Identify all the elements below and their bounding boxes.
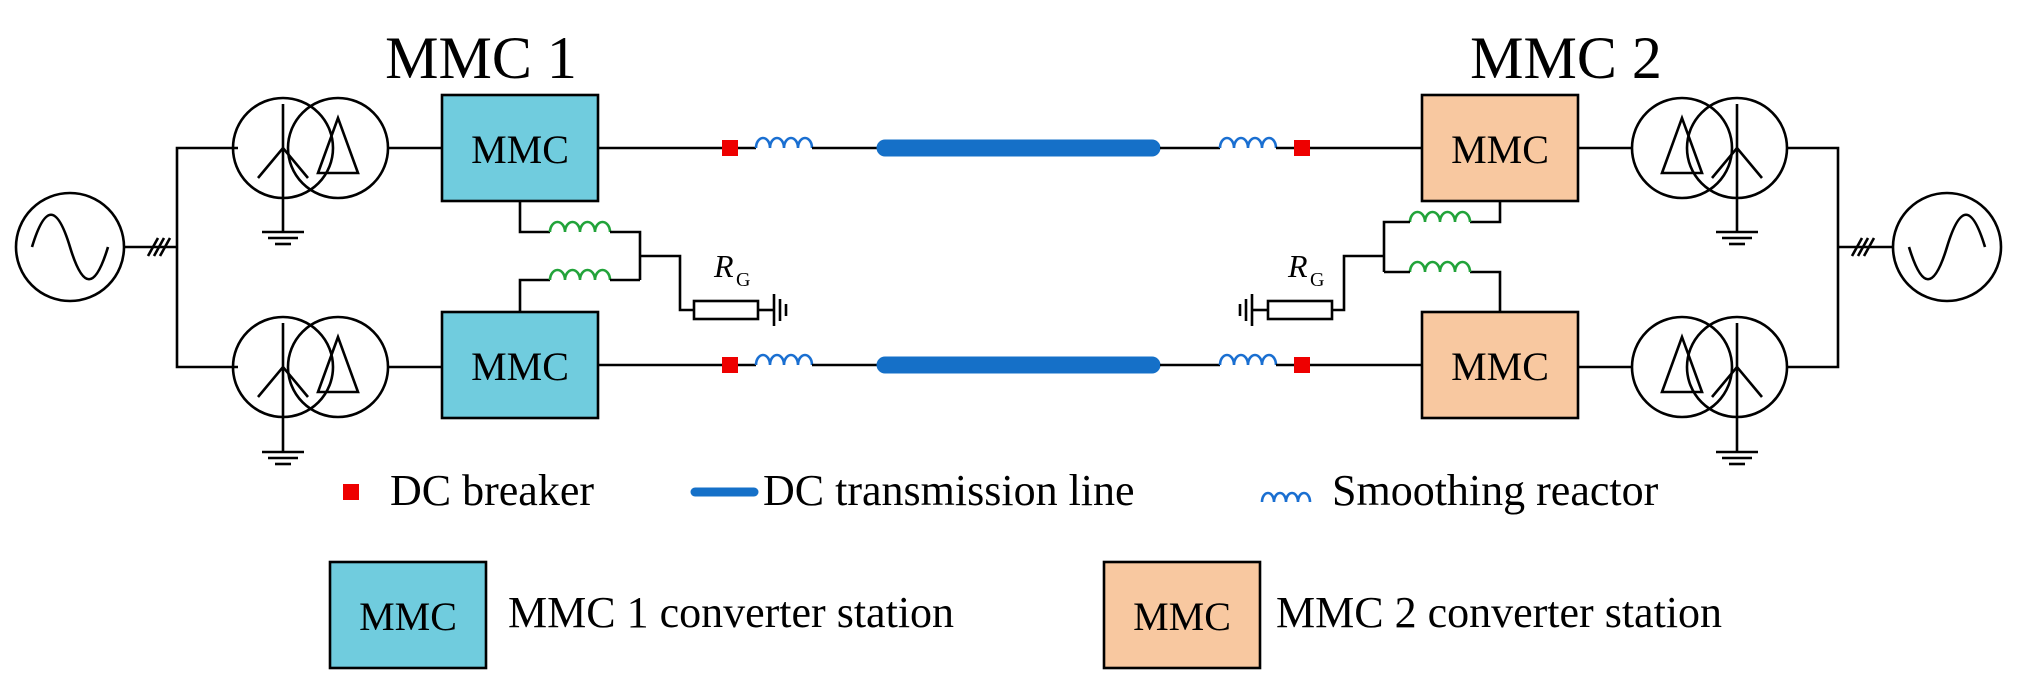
- arm-reactor-icon: [548, 220, 612, 233]
- transformer-right-top: [1630, 96, 1789, 232]
- dc-breaker-right-bottom: [1294, 357, 1310, 373]
- ground-icon: [772, 294, 788, 326]
- arm-reactor-icon: [548, 268, 612, 281]
- mmc1-block-top-label: MMC: [471, 127, 569, 172]
- dc-breaker-left-top: [722, 140, 738, 156]
- rg-subscript-right: G: [1310, 269, 1324, 291]
- legend-dc-line-label: DC transmission line: [763, 466, 1135, 515]
- legend-mmc1-swatch-label: MMC: [359, 594, 457, 639]
- mmc2-block-top: MMC: [1420, 93, 1580, 203]
- mmc1-block-bottom-label: MMC: [471, 344, 569, 389]
- smoothing-reactor-icon: [754, 353, 814, 366]
- right-ac-source: [1891, 191, 2003, 303]
- legend: DC breaker DC transmission line Smoothin…: [328, 466, 1722, 670]
- legend-dc-breaker-label: DC breaker: [390, 466, 594, 515]
- legend-mmc1-station-label: MMC 1 converter station: [508, 588, 954, 637]
- right-ac-bus: [1787, 146, 1840, 369]
- sine-wave-icon: [30, 213, 110, 281]
- arm-reactor-icon: [1408, 210, 1472, 223]
- mmc1-title: MMC 1: [385, 25, 577, 91]
- ground-icon: [1716, 230, 1758, 246]
- rg-label-left: R: [713, 248, 734, 284]
- legend-mmc2-station-label: MMC 2 converter station: [1276, 588, 1722, 637]
- transformer-right-bottom: [1630, 315, 1789, 452]
- legend-reactor-swatch: [1260, 491, 1312, 503]
- legend-mmc1-swatch: MMC: [328, 560, 488, 670]
- sine-wave-icon: [1907, 213, 1987, 281]
- left-three-phase-marks: [124, 237, 177, 257]
- grounding-resistor-left: [692, 299, 760, 321]
- ground-icon: [262, 230, 304, 246]
- mmc2-title: MMC 2: [1470, 25, 1662, 91]
- legend-mmc2-swatch-label: MMC: [1133, 594, 1231, 639]
- ground-icon: [262, 450, 304, 466]
- grounding-resistor-right: [1266, 299, 1334, 321]
- smoothing-reactor-icon: [754, 136, 814, 149]
- ground-icon: [1238, 294, 1254, 326]
- legend-reactor-label: Smoothing reactor: [1332, 466, 1659, 515]
- mmc2-block-bottom: MMC: [1420, 310, 1580, 420]
- smoothing-reactor-icon: [1218, 136, 1278, 149]
- left-ac-bus: [175, 146, 238, 369]
- arm-reactor-icon: [1408, 260, 1472, 273]
- mmc1-block-bottom: MMC: [440, 310, 600, 420]
- dc-breaker-right-top: [1294, 140, 1310, 156]
- left-ac-source: [14, 191, 126, 303]
- transformer-left-bottom: [231, 315, 390, 452]
- mmc2-block-top-label: MMC: [1451, 127, 1549, 172]
- smoothing-reactor-icon: [1218, 353, 1278, 366]
- rg-subscript-left: G: [736, 269, 750, 291]
- mmc1-block-top: MMC: [440, 93, 600, 203]
- ground-icon: [1716, 450, 1758, 466]
- transformer-left-top: [231, 96, 390, 232]
- legend-dc-breaker-swatch: [343, 484, 359, 500]
- right-three-phase-marks: [1838, 237, 1893, 257]
- mmc2-block-bottom-label: MMC: [1451, 344, 1549, 389]
- legend-mmc2-swatch: MMC: [1102, 560, 1262, 670]
- rg-label-right: R: [1287, 248, 1308, 284]
- dc-breaker-left-bottom: [722, 357, 738, 373]
